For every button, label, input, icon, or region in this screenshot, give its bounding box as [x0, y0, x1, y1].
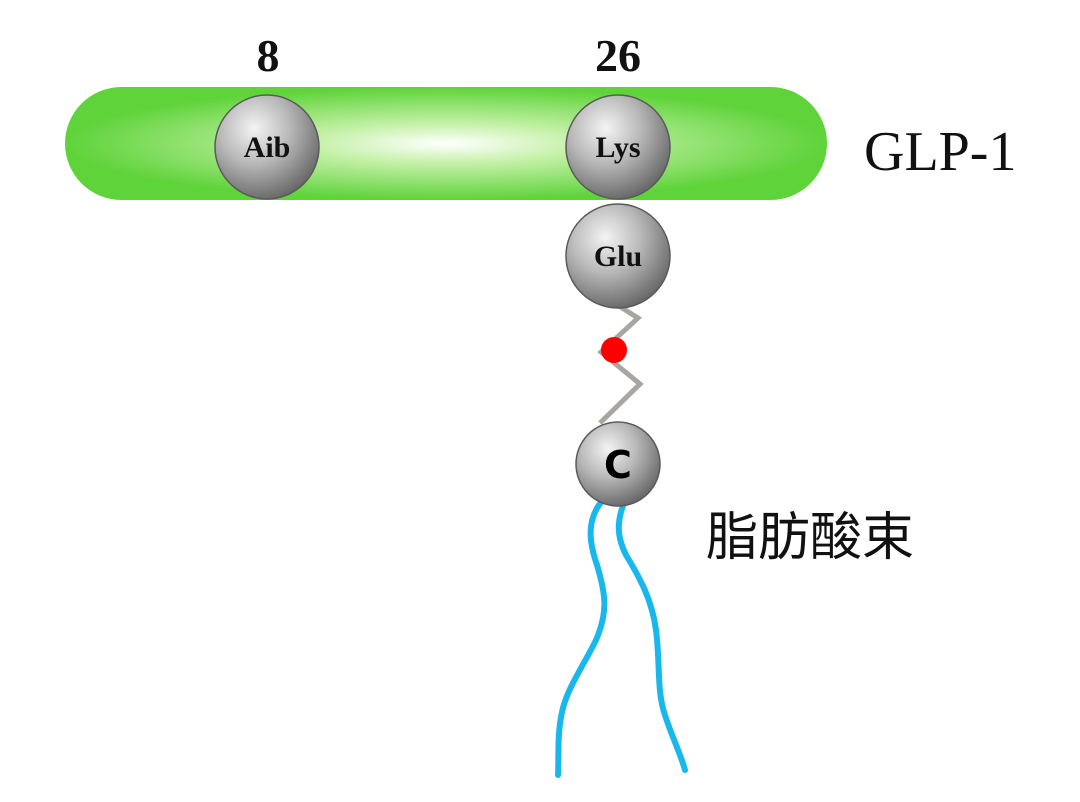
position-8-label: 8 [257, 30, 280, 81]
c-label: C [604, 443, 632, 487]
lys-label: Lys [595, 131, 640, 164]
glu-bead [565, 203, 671, 309]
aib-bead [214, 94, 320, 200]
c-bead [575, 421, 661, 507]
lys-residue: Lys [565, 94, 671, 200]
lys-bead [565, 94, 671, 200]
linker-chain [597, 301, 644, 425]
linker-dot [601, 337, 627, 363]
fatty-acid-chain-left [555, 497, 608, 778]
c-residue: C [575, 421, 661, 507]
glu-residue: Glu [565, 203, 671, 309]
glu-label: Glu [594, 240, 642, 273]
fatty-acid-chain-right [615, 497, 688, 773]
aib-residue: Aib [214, 94, 320, 200]
glp1-label: GLP-1 [864, 121, 1016, 183]
position-26-label: 26 [595, 30, 641, 81]
aib-label: Aib [244, 131, 291, 164]
glp1-peptide-bar [65, 87, 827, 200]
fatty-acid-label: 脂肪酸束 [706, 508, 914, 568]
